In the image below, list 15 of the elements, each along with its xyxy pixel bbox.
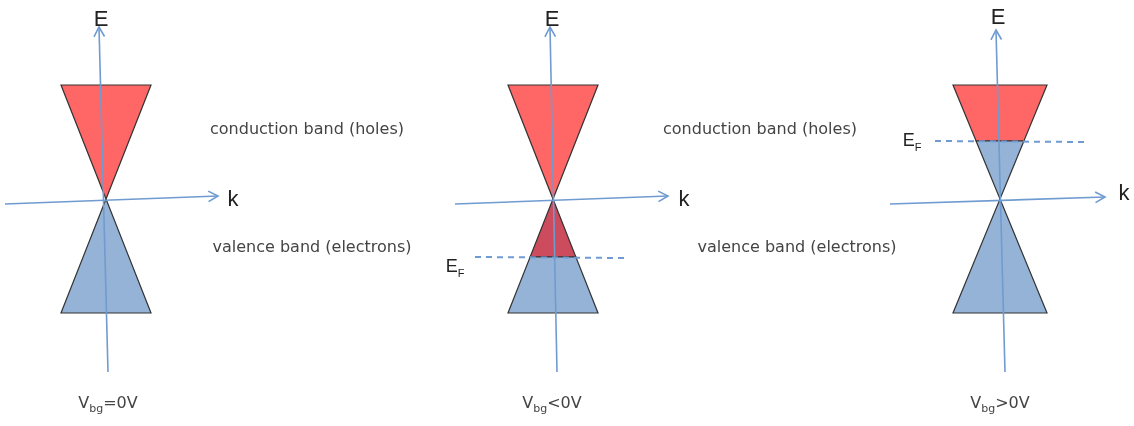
axis-label: k [226,185,240,213]
band-label: valence band (electrons) [697,236,897,258]
band-label: conduction band (holes) [209,118,405,140]
axis-label: E [92,5,110,33]
band-label: valence band (electrons) [212,236,412,258]
gate-voltage-label: V$_{bg}$=0V [77,392,139,418]
band-label: conduction band (holes) [662,118,858,140]
axis-label: k [677,185,691,213]
axis-label: k [1117,179,1131,207]
gate-voltage-label: V$_{bg}$<0V [521,392,583,418]
axis-label: E [543,5,561,33]
axis-label: E [989,3,1007,31]
fermi-level-label: E$_{F}$ [901,129,923,155]
fermi-level-label: E$_{F}$ [444,255,466,281]
gate-voltage-label: V$_{bg}$>0V [969,392,1031,418]
